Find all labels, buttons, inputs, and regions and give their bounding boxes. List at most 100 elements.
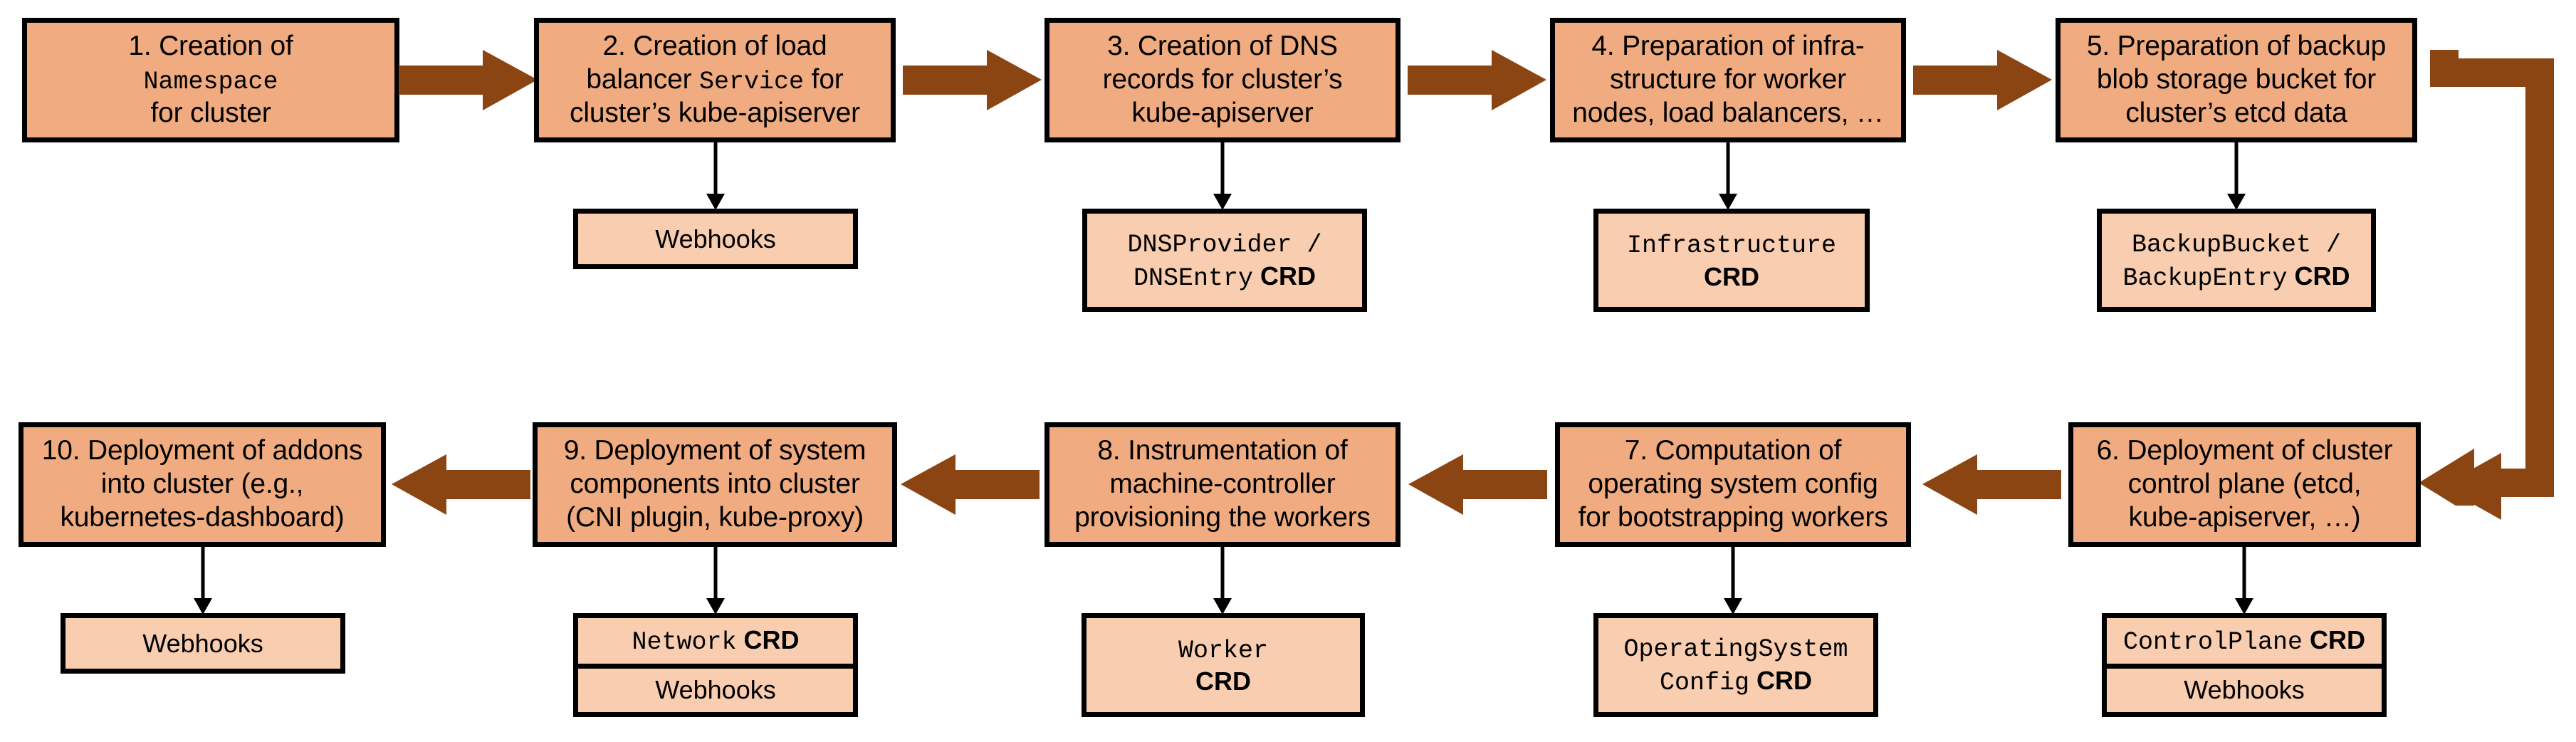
step-box-2[interactable]: 2. Creation of load balancer Service for… xyxy=(534,18,896,142)
step-6-line-3: kube-apiserver, …) xyxy=(2128,501,2361,533)
step-4-line-2: structure for worker xyxy=(1610,64,1846,95)
connector-step5-to-crd xyxy=(2222,142,2251,211)
step-2-text: 2. Creation of load balancer Service for… xyxy=(570,30,860,130)
osc-crd-line-2: Config xyxy=(1659,669,1750,697)
backup-crd-line-2: BackupEntry xyxy=(2122,263,2288,293)
sub-cell-webhooks: Webhooks xyxy=(578,214,853,264)
step-10-text: 10. Deployment of addons into cluster (e… xyxy=(42,434,363,534)
step-box-8[interactable]: 8. Instrumentation of machine-controller… xyxy=(1044,422,1400,547)
arrow-step7-to-step8 xyxy=(1408,454,1547,515)
network-crd-name: Network xyxy=(632,627,737,657)
step-3-line-3: kube-apiserver xyxy=(1131,97,1314,128)
backup-crd-suffix: CRD xyxy=(2294,261,2350,291)
sub-cell-step10-webhooks: Webhooks xyxy=(66,618,340,669)
connector-step6-to-crd xyxy=(2230,547,2258,615)
step-9-line-2: components into cluster xyxy=(570,469,860,500)
arrow-step5-to-step6 xyxy=(2417,50,2576,506)
sub-cell-step6-webhooks: Webhooks xyxy=(2107,663,2382,712)
arrow-step9-to-step10 xyxy=(392,454,530,515)
step6-webhooks-label: Webhooks xyxy=(2184,675,2305,705)
step-4-line-3: nodes, load balancers, … xyxy=(1572,97,1884,128)
step-4-text: 4. Preparation of infra- structure for w… xyxy=(1572,30,1884,130)
webhooks-label: Webhooks xyxy=(655,224,776,254)
dns-crd-line-1: DNSProvider / xyxy=(1127,230,1322,259)
step-5-line-1: 5. Preparation of backup xyxy=(2086,31,2387,62)
step-7-line-1: 7. Computation of xyxy=(1624,435,1842,466)
sub-box-step8-worker-crd[interactable]: Worker CRD xyxy=(1082,613,1365,717)
connector-step7-to-crd xyxy=(1719,547,1747,615)
step-6-line-2: control plane (etcd, xyxy=(2127,469,2362,500)
sub-box-step2-webhooks[interactable]: Webhooks xyxy=(573,209,858,269)
controlplane-crd-suffix: CRD xyxy=(2310,625,2366,654)
step-9-text: 9. Deployment of system components into … xyxy=(564,434,866,534)
connector-step4-to-crd xyxy=(1714,142,1742,211)
connector-step2-to-webhooks xyxy=(701,142,730,211)
sub-cell-infrastructure-crd: Infrastructure CRD xyxy=(1598,214,1865,307)
step-3-text: 3. Creation of DNS records for cluster’s… xyxy=(1103,30,1343,130)
step-box-7[interactable]: 7. Computation of operating system confi… xyxy=(1555,422,1911,547)
connector-step8-to-crd xyxy=(1208,547,1237,615)
sub-box-step4-infrastructure-crd[interactable]: Infrastructure CRD xyxy=(1593,209,1870,312)
arrow-step5-to-step6-head xyxy=(2417,440,2503,533)
step-9-line-3: (CNI plugin, kube-proxy) xyxy=(566,501,864,533)
connector-step3-to-crd xyxy=(1208,142,1237,211)
step-8-line-3: provisioning the workers xyxy=(1074,501,1371,533)
step-3-line-1: 3. Creation of DNS xyxy=(1107,31,1338,62)
osc-crd-line-1: OperatingSystem xyxy=(1623,635,1848,664)
osc-crd-suffix: CRD xyxy=(1756,666,1813,695)
sub-cell-step9-webhooks: Webhooks xyxy=(578,663,853,712)
step9-webhooks-label: Webhooks xyxy=(655,675,776,705)
step-2-line-3: cluster’s kube-apiserver xyxy=(570,98,860,128)
step-6-line-1: 6. Deployment of cluster xyxy=(2096,435,2393,466)
arrow-step8-to-step9 xyxy=(901,454,1040,515)
step-box-4[interactable]: 4. Preparation of infra- structure for w… xyxy=(1550,18,1906,142)
connector-step10-to-webhooks xyxy=(189,547,217,615)
arrow-step6-to-step7 xyxy=(1922,454,2061,515)
step-4-line-1: 4. Preparation of infra- xyxy=(1591,31,1865,62)
dns-crd-suffix: CRD xyxy=(1260,261,1316,291)
step-box-1[interactable]: 1. Creation of Namespace for cluster xyxy=(22,18,399,142)
step-5-line-2: blob storage bucket for xyxy=(2096,64,2377,95)
step-3-line-2: records for cluster’s xyxy=(1102,64,1343,95)
arrow-step1-to-step2 xyxy=(399,50,538,110)
step-7-text: 7. Computation of operating system confi… xyxy=(1578,434,1888,534)
step-5-text: 5. Preparation of backup blob storage bu… xyxy=(2087,30,2386,130)
step-9-line-1: 9. Deployment of system xyxy=(563,435,866,466)
infrastructure-crd-suffix: CRD xyxy=(1704,261,1759,291)
step-1-resource-namespace: Namespace xyxy=(143,68,278,96)
step-box-6[interactable]: 6. Deployment of cluster control plane (… xyxy=(2068,422,2421,547)
worker-crd-label: Worker CRD xyxy=(1178,633,1268,698)
step-box-9[interactable]: 9. Deployment of system components into … xyxy=(533,422,897,547)
step-7-line-2: operating system config xyxy=(1588,469,1878,500)
step-2-line-2a: balancer xyxy=(586,64,700,95)
arrow-step2-to-step3 xyxy=(903,50,1042,110)
backup-crd-line-1: BackupBucket / xyxy=(2131,230,2342,259)
network-crd-suffix: CRD xyxy=(743,625,800,654)
worker-crd-suffix: CRD xyxy=(1195,667,1251,696)
arrow-step3-to-step4 xyxy=(1408,50,1546,110)
infrastructure-crd-label: Infrastructure CRD xyxy=(1627,228,1836,293)
sub-cell-worker-crd: Worker CRD xyxy=(1087,618,1360,712)
step-6-text: 6. Deployment of cluster control plane (… xyxy=(2097,434,2393,534)
step-10-line-1: 10. Deployment of addons xyxy=(41,435,363,466)
step-box-10[interactable]: 10. Deployment of addons into cluster (e… xyxy=(19,422,386,547)
sub-box-step10-webhooks[interactable]: Webhooks xyxy=(61,613,345,674)
step-2-line-2b: for xyxy=(804,64,844,95)
connector-step9-to-crd xyxy=(701,547,730,615)
infrastructure-crd-line-1: Infrastructure xyxy=(1626,231,1837,261)
worker-crd-line-1: Worker xyxy=(1178,636,1269,665)
step-box-5[interactable]: 5. Preparation of backup blob storage bu… xyxy=(2056,18,2417,142)
step-box-3[interactable]: 3. Creation of DNS records for cluster’s… xyxy=(1044,18,1400,142)
